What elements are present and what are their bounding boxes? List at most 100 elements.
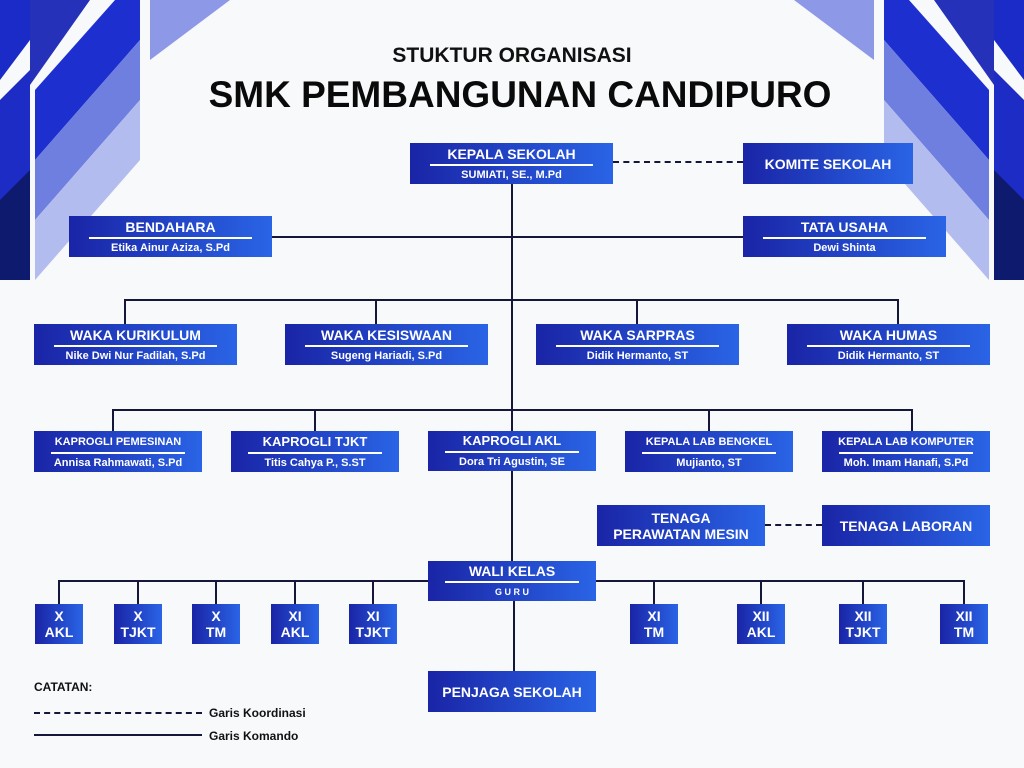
legend-solid-label: Garis Komando (209, 729, 299, 743)
class-major: TJKT (845, 624, 881, 640)
class-grade: XII (955, 608, 973, 624)
legend-dashed-line (34, 712, 202, 714)
tata-usaha-box: TATA USAHA Dewi Shinta (743, 216, 946, 257)
person-name: Nike Dwi Nur Fadilah, S.Pd (65, 349, 206, 362)
class-major: TM (953, 624, 975, 640)
wali-kelas-box: WALI KELAS G U R U (428, 561, 596, 601)
class-major: TJKT (120, 624, 156, 640)
role-label: BENDAHARA (125, 218, 216, 235)
penjaga-sekolah-box: PENJAGA SEKOLAH (428, 671, 596, 712)
tenaga-perawatan-box: TENAGA PERAWATAN MESIN (597, 505, 765, 546)
command-line (124, 299, 126, 324)
kepala-lab-box: KEPALA LAB BENGKEL Mujianto, ST (625, 431, 793, 472)
kaprogli-box: KAPROGLI PEMESINAN Annisa Rahmawati, S.Pd (34, 431, 202, 472)
role-label: TENAGA (651, 509, 711, 526)
role-label: KAPROGLI PEMESINAN (54, 435, 182, 448)
command-line (124, 299, 899, 301)
role-sub-label: G U R U (494, 587, 529, 597)
waka-box: WAKA KURIKULUM Nike Dwi Nur Fadilah, S.Pd (34, 324, 237, 365)
person-name: Dewi Shinta (813, 241, 876, 254)
role-label: KEPALA LAB KOMPUTER (838, 435, 974, 448)
command-line (760, 580, 762, 604)
command-line (294, 580, 296, 604)
role-label: TATA USAHA (800, 218, 889, 235)
person-name: Mujianto, ST (676, 456, 742, 469)
chart-subtitle: STUKTUR ORGANISASI (392, 44, 632, 67)
decoration-right (794, 0, 1024, 280)
chart-title: SMK PEMBANGUNAN CANDIPURO (208, 74, 832, 115)
class-grade: X (133, 608, 143, 624)
person-name: Etika Ainur Aziza, S.Pd (111, 241, 230, 254)
legend-solid-line (34, 734, 202, 736)
command-line (375, 299, 377, 324)
class-grade: X (54, 608, 64, 624)
command-line (272, 236, 743, 238)
class-major: TJKT (355, 624, 391, 640)
command-line (314, 409, 316, 431)
command-line (911, 409, 913, 431)
kaprogli-box: KAPROGLI TJKT Titis Cahya P., S.ST (231, 431, 399, 472)
command-line (511, 184, 513, 561)
role-label: KAPROGLI TJKT (262, 433, 368, 449)
role-label: WAKA KURIKULUM (70, 326, 201, 343)
waka-box: WAKA KESISWAAN Sugeng Hariadi, S.Pd (285, 324, 488, 365)
command-line (963, 580, 965, 604)
decoration-left (0, 0, 230, 280)
command-line (58, 580, 60, 604)
komite-sekolah-box: KOMITE SEKOLAH (743, 143, 913, 184)
command-line (653, 580, 655, 604)
legend-dashed-label: Garis Koordinasi (209, 706, 306, 720)
command-line (372, 580, 374, 604)
class-grade: XI (647, 608, 661, 624)
role-label: KEPALA LAB BENGKEL (645, 435, 773, 448)
role-label: WAKA SARPRAS (580, 326, 695, 343)
kaprogli-box: KAPROGLI AKL Dora Tri Agustin, SE (428, 431, 596, 471)
person-name: Titis Cahya P., S.ST (264, 456, 366, 469)
role-label: KOMITE SEKOLAH (764, 155, 892, 172)
bendahara-box: BENDAHARA Etika Ainur Aziza, S.Pd (69, 216, 272, 257)
role-label: WAKA KESISWAAN (321, 326, 452, 343)
class-grade: XII (854, 608, 872, 624)
command-line (112, 409, 114, 431)
role-label: KEPALA SEKOLAH (447, 145, 576, 162)
role-label: PERAWATAN MESIN (613, 525, 749, 542)
role-label: KAPROGLI AKL (462, 433, 562, 448)
class-major: TM (643, 624, 665, 640)
command-line (897, 299, 899, 324)
command-line (112, 409, 913, 411)
waka-box: WAKA HUMAS Didik Hermanto, ST (787, 324, 990, 365)
class-major: AKL (280, 624, 310, 640)
class-major: AKL (44, 624, 74, 640)
command-line (137, 580, 139, 604)
role-label: TENAGA LABORAN (839, 517, 973, 534)
command-line (636, 299, 638, 324)
role-label: WALI KELAS (468, 563, 556, 579)
class-grade: XII (752, 608, 770, 624)
coordination-line (765, 524, 822, 526)
class-grade: X (211, 608, 221, 624)
kepala-sekolah-box: KEPALA SEKOLAH SUMIATI, SE., M.Pd (410, 143, 613, 184)
command-line (215, 580, 217, 604)
person-name: Didik Hermanto, ST (837, 349, 940, 362)
command-line (708, 409, 710, 431)
command-line (513, 601, 515, 671)
person-name: Dora Tri Agustin, SE (459, 456, 565, 468)
tenaga-laboran-box: TENAGA LABORAN (822, 505, 990, 546)
class-grade: XI (288, 608, 302, 624)
person-name: Sugeng Hariadi, S.Pd (330, 349, 443, 362)
legend-title: CATATAN: (34, 680, 93, 694)
role-label: WAKA HUMAS (839, 326, 938, 343)
role-label: PENJAGA SEKOLAH (442, 683, 582, 700)
person-name: SUMIATI, SE., M.Pd (461, 168, 562, 181)
coordination-line (613, 161, 743, 163)
person-name: Annisa Rahmawati, S.Pd (53, 456, 183, 469)
